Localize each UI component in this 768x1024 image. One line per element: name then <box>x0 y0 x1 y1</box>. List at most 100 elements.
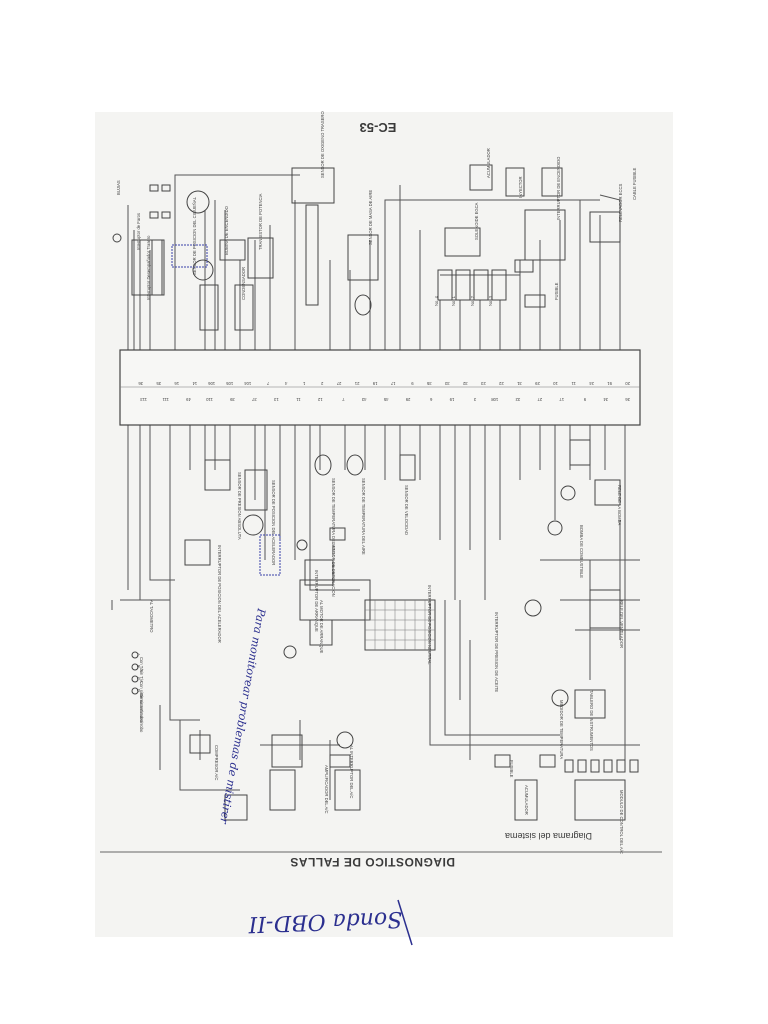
component-label: TABLERO DE INSTRUMENTOS <box>589 690 594 751</box>
legend-marker <box>131 663 139 671</box>
ecu-pin-label: 35 <box>156 381 161 386</box>
component-label: AL TACOMETRO <box>149 600 154 633</box>
ecu-pin-label: 33 <box>444 381 449 386</box>
ecu-pin-label: 106 <box>208 381 216 386</box>
ecu-pin-label: 36 <box>138 381 143 386</box>
component-label: SENSOR DE TEMPERATURA DEL AIRE <box>361 478 366 555</box>
ecu-pin-label: 36 <box>625 397 630 402</box>
ecu-pin-label: 27 <box>537 397 542 402</box>
ecu-pin-label: 19 <box>449 397 454 402</box>
ecu-pin-label: 104 <box>244 381 252 386</box>
ecu-pin-label: 113 <box>140 397 147 402</box>
component-label: AL INTERRUPTOR DEL A/C <box>349 745 354 798</box>
component-label: SENSOR DE TEMPERATURA DEL AGUA <box>331 478 336 557</box>
legend-symbol: A <box>136 653 141 656</box>
ecu-pin-label: 34 <box>603 397 608 402</box>
component-label: INTERRUPTOR DE ARRANQUE <box>314 570 319 632</box>
section-label: Diagrama del sistema <box>505 831 592 841</box>
component-label: TRANSISTOR DE POTENCIA <box>258 193 263 250</box>
ecu-pin-label: 16 <box>174 381 179 386</box>
ecu-pin-label: 20 <box>625 381 630 386</box>
page-code: EC-53 <box>360 120 397 135</box>
component-label: INYECTOR <box>518 176 523 198</box>
component-label: MODULO DE CONTROL DEL A/C <box>619 790 624 854</box>
ac-control-module <box>574 779 626 821</box>
component-label: MEDIDOR DE TEMPERATURA <box>559 700 564 759</box>
crank-sensor <box>192 259 214 281</box>
legend-text: Sin sistema antirrobo <box>139 693 144 733</box>
ecu-pin-label: 11 <box>571 381 576 386</box>
component-label: SENSOR DE VELOCIDAD <box>404 485 409 535</box>
ecu-pin-label: 3 <box>473 397 476 402</box>
ecu-pin-label: 7 <box>342 397 345 402</box>
ecu-pin-label: 9 <box>583 397 586 402</box>
component-label: No. 2 <box>470 295 475 306</box>
ecu-pin-label: 17 <box>390 381 395 386</box>
map-sensor <box>204 459 231 491</box>
ecu-pin-label: 31 <box>516 381 521 386</box>
component-label: RELE DEL VENTILADOR <box>619 600 624 648</box>
ecu-pin-label: 13 <box>273 397 278 402</box>
labels-upper: Interruptor Desempañador Trasero Interrup… <box>116 111 637 306</box>
ecu-pin-label: 35 <box>426 381 431 386</box>
component-label: Interruptor de Faros <box>136 213 141 250</box>
legend-text: Con sistema antirrobo <box>139 681 144 723</box>
ecu-pin-label: 110 <box>205 397 212 402</box>
component-label: INTERRUPTOR DE ENCENDIDO <box>556 156 561 220</box>
ecu-pin-label: 108 <box>491 397 499 402</box>
ecu-pin-label: 29 <box>534 381 539 386</box>
component-label: INTERRUPTOR DE POSICION DEL ACELERADOR <box>217 545 222 643</box>
component-label: No. 4 <box>434 295 439 306</box>
ecu-pin-label: 24 <box>589 381 594 386</box>
component-label: BOMBA DE COMBUSTIBLE <box>579 525 584 578</box>
component-label: No. 1 <box>451 295 456 306</box>
water-temp-sensor <box>314 454 332 476</box>
legend-symbol: C <box>136 677 141 680</box>
components-lower <box>184 439 639 821</box>
headlamp-switch-box <box>131 239 163 296</box>
ecu-pin-label: 7 <box>266 381 269 386</box>
labels-lower: SENSOR DE PRESION ABSOLUTA SENSOR DE POSI… <box>149 472 624 854</box>
component-label: AL MOTOR DE ARRANQUE <box>319 600 324 653</box>
ecu-pin-label: 6 <box>429 397 432 402</box>
fuse-row <box>564 759 639 773</box>
ecu-pin-label: 19 <box>372 381 377 386</box>
component-label: SENSOR DE MASA DE AIRE <box>368 190 373 245</box>
legend-marker <box>131 651 139 659</box>
component-label: INTERRUPTOR DE POSICION NEUTRAL <box>427 585 432 665</box>
component-label: BOBINA DE ENCENDIDO <box>224 205 229 255</box>
fan-relay <box>589 589 621 629</box>
spark-plugs <box>149 184 210 219</box>
ecu-pin-label: 32 <box>462 381 467 386</box>
component-label: SENSOR DE POSICION DEL ACELERADOR <box>271 480 276 565</box>
ecu-pin-label: 27 <box>336 381 341 386</box>
ground-symbol <box>112 233 122 243</box>
ecu-pin-label: 14 <box>192 381 197 386</box>
battery <box>469 164 493 191</box>
injectors <box>437 269 507 301</box>
ecu-pin-label: 17 <box>559 397 564 402</box>
eccs-relay <box>589 211 621 243</box>
page-title: DIAGNOSTICO DE FALLAS <box>290 855 455 869</box>
ecu-pin-label: 39 <box>229 397 234 402</box>
component-label: RELEVADOR ECCS <box>618 183 623 222</box>
legend-symbol: B <box>136 665 141 668</box>
condenser <box>199 284 219 331</box>
component-label: CABLE FUSIBLE <box>632 167 637 200</box>
component-label: FUSIBLE <box>554 282 559 300</box>
ecu-pin-label: 37 <box>251 397 256 402</box>
component-label: COMPRESOR A/C <box>214 745 219 780</box>
ac-transistor <box>336 731 354 749</box>
component-label: CONDENSADOR <box>241 267 246 300</box>
ecu-pin-label: 21 <box>354 381 359 386</box>
component-label: FUSIBLE <box>509 760 514 778</box>
paper-sheet <box>95 112 673 937</box>
legend-marker <box>131 675 139 683</box>
ecu-pin-label: 43 <box>361 397 366 402</box>
component-label: SENSOR DE PRESION ABSOLUTA <box>237 472 242 540</box>
component-label: Interruptor Desempañador Trasero <box>146 235 151 300</box>
ignition-switch <box>524 209 566 261</box>
instrument-grid <box>364 599 436 651</box>
legend-text: Sin T/A <box>139 669 144 683</box>
